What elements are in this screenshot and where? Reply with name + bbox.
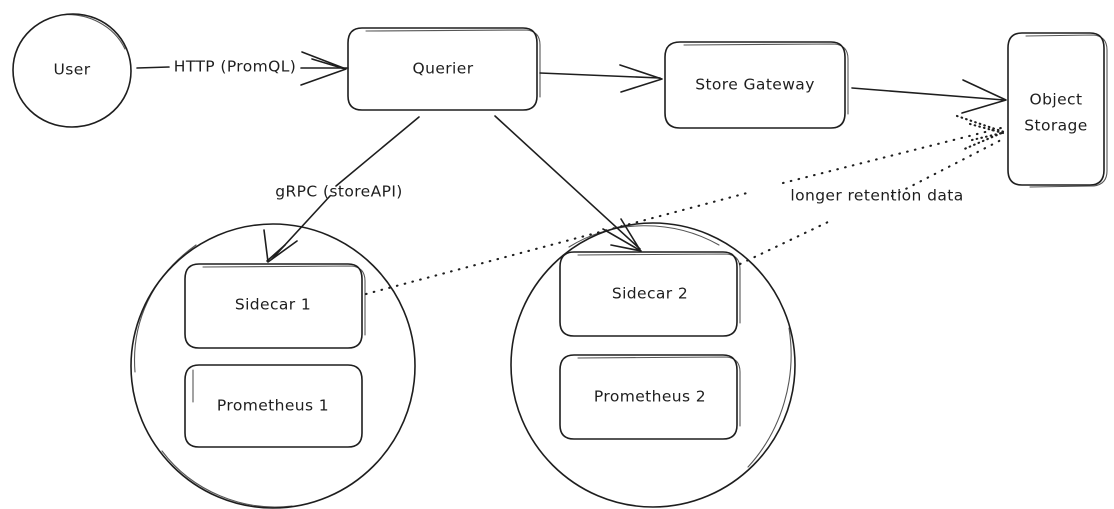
node-querier[interactable] xyxy=(347,27,541,111)
node-sidecar-2[interactable] xyxy=(559,251,741,337)
node-prometheus-2[interactable] xyxy=(559,354,741,440)
edge-store-gateway-to-object-storage xyxy=(851,79,1007,114)
node-user[interactable] xyxy=(12,13,132,128)
edge-querier-to-sidecar-2 xyxy=(494,115,642,252)
dotted-arrowhead-object-storage xyxy=(955,114,1007,152)
edge-querier-to-store-gateway xyxy=(539,64,663,93)
edge-sidecar-2-to-object-storage xyxy=(738,138,1003,266)
node-store-gateway[interactable] xyxy=(664,41,849,129)
edge-user-to-querier xyxy=(136,51,349,86)
edge-querier-to-sidecar-1 xyxy=(263,116,420,263)
node-object-storage[interactable] xyxy=(1007,32,1108,188)
node-prometheus-1[interactable] xyxy=(184,364,363,448)
edge-sidecar-1-to-object-storage xyxy=(364,126,1003,296)
node-sidecar-1[interactable] xyxy=(184,263,366,349)
